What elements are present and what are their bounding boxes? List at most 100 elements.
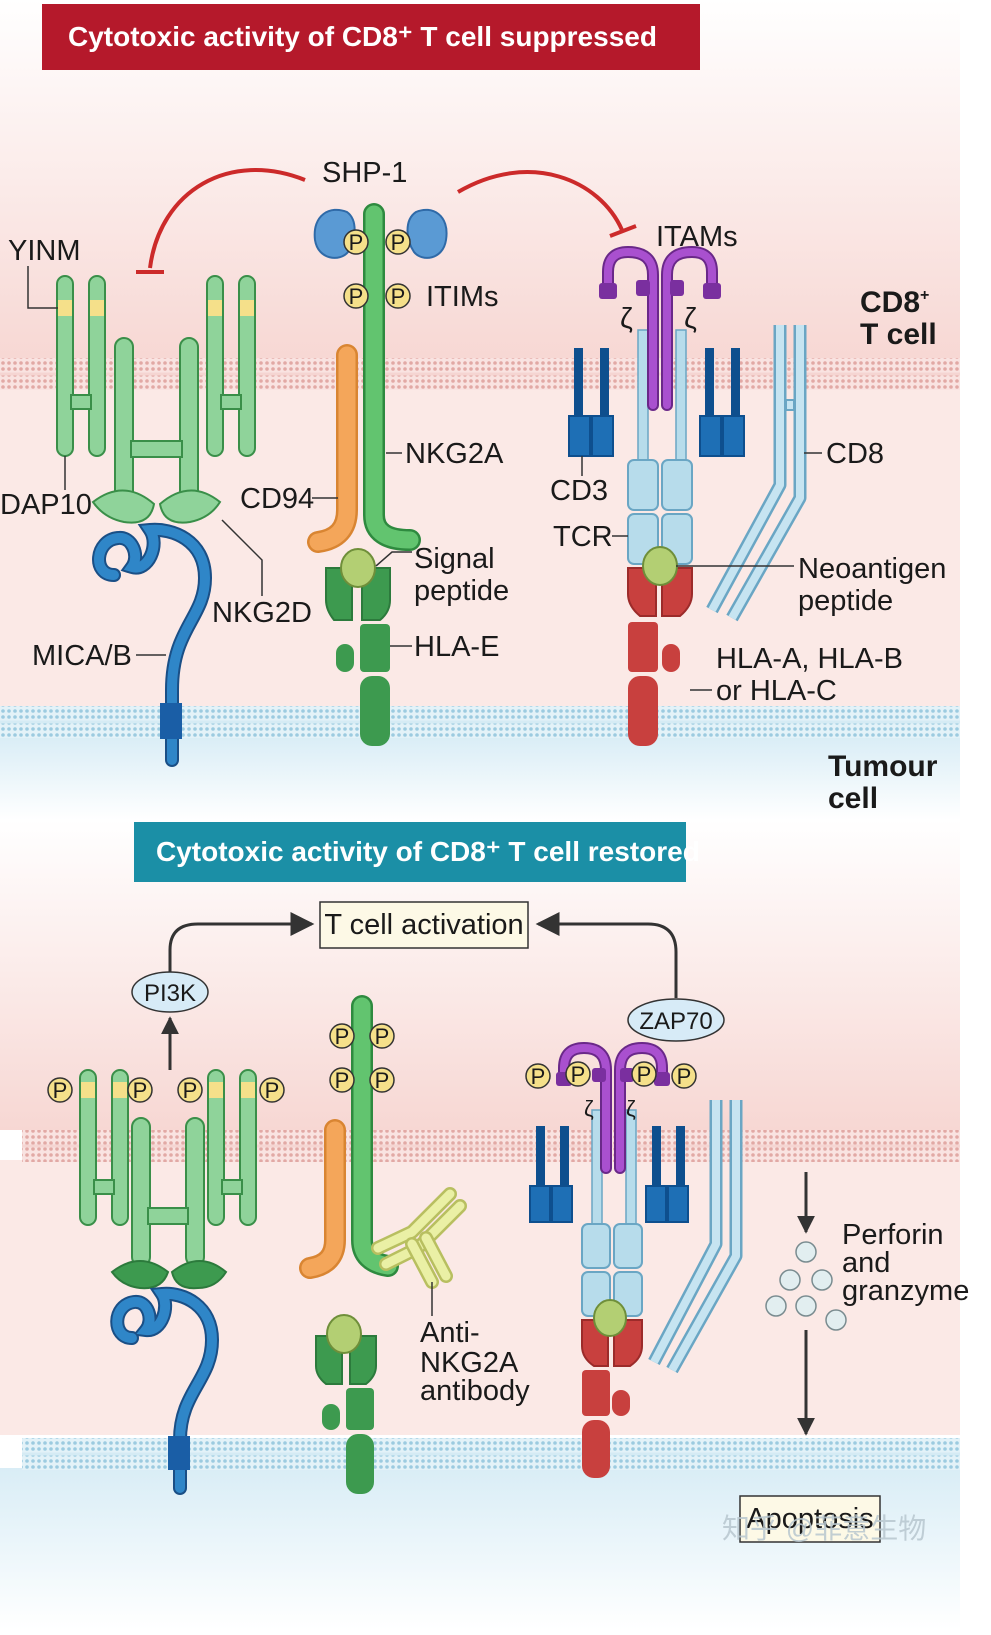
suppressed-banner-text: Cytotoxic activity of CD8⁺ T cell suppre… bbox=[68, 21, 657, 52]
cd8-label: CD8 bbox=[826, 438, 884, 470]
svg-text:P: P bbox=[391, 230, 406, 255]
perforin-label-3: granzyme bbox=[842, 1275, 969, 1307]
top-tumour-membrane bbox=[0, 706, 960, 738]
cd3-right bbox=[645, 1126, 689, 1223]
p-site: P bbox=[631, 1061, 657, 1087]
p-site: P bbox=[565, 1061, 591, 1087]
itims-label: ITIMs bbox=[426, 281, 499, 313]
cd94-label: CD94 bbox=[240, 483, 314, 515]
svg-text:ZAP70: ZAP70 bbox=[639, 1008, 712, 1035]
yinm-label: YINM bbox=[8, 235, 81, 267]
zeta-label-right: ζ bbox=[684, 303, 697, 335]
hla-e-molecule bbox=[325, 548, 391, 746]
p-site: P bbox=[525, 1063, 551, 1089]
bottom-tumour-membrane bbox=[22, 1438, 960, 1470]
tumour-cell-label: Tumour cell bbox=[828, 750, 938, 815]
pi3k-node: PI3K bbox=[131, 971, 209, 1013]
p-site: P bbox=[369, 1023, 395, 1049]
cd3-left bbox=[568, 348, 614, 457]
dap10-right bbox=[206, 275, 256, 457]
svg-text:T cell: T cell bbox=[860, 318, 937, 351]
dap10-right bbox=[207, 1069, 257, 1226]
signal-peptide-label-1: Signal bbox=[414, 543, 495, 575]
svg-text:P: P bbox=[375, 1024, 390, 1049]
p-site: P bbox=[127, 1077, 153, 1103]
zap70-node: ZAP70 bbox=[627, 998, 725, 1042]
granule-vesicles bbox=[765, 1241, 847, 1331]
nkg2a-label: NKG2A bbox=[405, 438, 504, 470]
top-nkg2a-complex bbox=[307, 203, 448, 746]
p-site: P bbox=[259, 1077, 285, 1103]
svg-text:Anti-: Anti- bbox=[420, 1317, 480, 1349]
p-site: P bbox=[369, 1067, 395, 1093]
cd3-label: CD3 bbox=[550, 475, 608, 507]
p-site: P bbox=[329, 1023, 355, 1049]
cd8-t-cell-label: CD8+ T cell bbox=[860, 286, 937, 351]
svg-text:P: P bbox=[637, 1062, 652, 1087]
svg-text:P: P bbox=[571, 1062, 586, 1087]
p-site: P bbox=[343, 229, 369, 255]
svg-text:P: P bbox=[335, 1068, 350, 1093]
bottom-tcr-complex bbox=[529, 1041, 743, 1478]
t-cell-activation-box: T cell activation bbox=[319, 901, 529, 949]
activation-arrows bbox=[161, 912, 678, 1070]
neoantigen-peptide bbox=[642, 546, 678, 586]
dap10-label: DAP10 bbox=[0, 489, 92, 521]
svg-text:Tumour: Tumour bbox=[828, 750, 938, 783]
cd8-coreceptor bbox=[648, 1100, 743, 1374]
hla-abc-label-2: or HLA-C bbox=[716, 675, 837, 707]
dap10-left bbox=[79, 1069, 129, 1226]
top-leader-lines bbox=[27, 266, 822, 691]
hla-e-molecule bbox=[315, 1314, 377, 1494]
bottom-nkg2a-phospho-sites: P P P P bbox=[329, 1023, 395, 1093]
restored-banner-text: Cytotoxic activity of CD8⁺ T cell restor… bbox=[156, 836, 700, 867]
anti-nkg2a-antibody bbox=[371, 1187, 467, 1289]
shp1-label: SHP-1 bbox=[322, 157, 407, 189]
bottom-tcell-membrane bbox=[22, 1130, 960, 1162]
p-site: P bbox=[385, 283, 411, 309]
zeta-chains bbox=[556, 1041, 670, 1174]
p-site: P bbox=[177, 1077, 203, 1103]
bottom-nkg2d-complex bbox=[79, 1069, 257, 1495]
apoptosis-text: Apoptosis bbox=[746, 1503, 873, 1535]
cd94-receptor bbox=[309, 346, 356, 551]
nkg2a-receptor bbox=[365, 205, 419, 549]
dap10-left bbox=[56, 275, 106, 457]
cd3-left bbox=[529, 1126, 573, 1223]
bottom-itam-phospho-sites: P P P P bbox=[525, 1061, 697, 1089]
svg-text:P: P bbox=[677, 1064, 692, 1089]
p-site: P bbox=[671, 1063, 697, 1089]
svg-text:P: P bbox=[349, 230, 364, 255]
top-nkg2d-complex bbox=[56, 275, 256, 767]
svg-text:P: P bbox=[133, 1078, 148, 1103]
neoantigen-label-2: peptide bbox=[798, 585, 893, 617]
svg-text:CD8+: CD8+ bbox=[860, 286, 929, 319]
svg-text:antibody: antibody bbox=[420, 1375, 530, 1407]
svg-text:PI3K: PI3K bbox=[144, 980, 196, 1007]
shp1-inhibition-arrows bbox=[136, 168, 637, 274]
perforin-label-1: Perforin bbox=[842, 1219, 944, 1251]
hla-abc-molecule bbox=[627, 546, 693, 746]
svg-text:cell: cell bbox=[828, 782, 878, 815]
signal-peptide-label-2: peptide bbox=[414, 575, 509, 607]
top-tumour-cytoplasm bbox=[0, 736, 960, 820]
perforin-granzyme-flow: Perforin and granzyme bbox=[765, 1172, 969, 1436]
watermark: 知乎 @菲意生物 bbox=[722, 1513, 926, 1544]
mica-b-ligand bbox=[110, 1286, 220, 1495]
hla-abc-label-1: HLA-A, HLA-B bbox=[716, 643, 903, 675]
anti-nkg2a-label: Anti- NKG2A antibody bbox=[420, 1317, 530, 1407]
restored-banner: Cytotoxic activity of CD8⁺ T cell restor… bbox=[134, 822, 700, 882]
p-site: P bbox=[385, 229, 411, 255]
svg-text:P: P bbox=[531, 1064, 546, 1089]
zeta-label-right: ζ bbox=[626, 1096, 636, 1121]
tcr-label: TCR bbox=[553, 521, 613, 553]
nkg2d-label: NKG2D bbox=[212, 597, 312, 629]
neoantigen-peptide bbox=[593, 1299, 627, 1337]
neoantigen-label-1: Neoantigen bbox=[798, 553, 946, 585]
svg-text:P: P bbox=[265, 1078, 280, 1103]
p-site: P bbox=[47, 1077, 73, 1103]
itams-label: ITAMs bbox=[656, 221, 738, 253]
t-cell-activation-text: T cell activation bbox=[324, 909, 523, 941]
